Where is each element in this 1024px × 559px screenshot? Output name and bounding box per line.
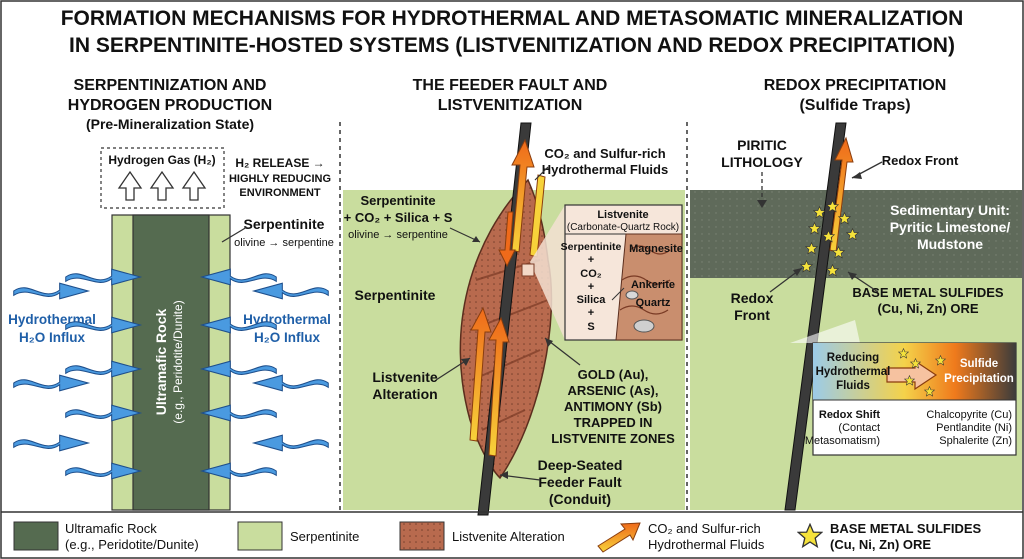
inset-left-4: Silica bbox=[577, 294, 607, 306]
fault-label-3: (Conduit) bbox=[549, 491, 611, 507]
up-arrow-icon bbox=[149, 170, 175, 201]
fault-3 bbox=[784, 122, 847, 511]
serpentinite-label-2: Serpentinite bbox=[355, 287, 436, 303]
sed-label-2: Pyritic Limestone/ bbox=[890, 219, 1011, 235]
inset-subtitle: (Carbonate-Quartz Rock) bbox=[567, 222, 679, 233]
legend-ultramafic-2: (e.g., Peridotite/Dunite) bbox=[65, 537, 199, 552]
inset-left-0: Serpentinite bbox=[561, 241, 622, 253]
inset-ankerite: Ankerite bbox=[631, 279, 675, 291]
h2-release-label: H₂ RELEASE → bbox=[235, 156, 324, 170]
serpentinite-leader-line bbox=[221, 226, 248, 243]
inset-left-3: + bbox=[588, 281, 594, 293]
legend: Ultramafic Rock (e.g., Peridotite/Dunite… bbox=[1, 511, 1023, 553]
panel1-heading-3: (Pre-Mineralization State) bbox=[86, 116, 254, 132]
serpentinite-label: Serpentinite bbox=[244, 216, 325, 232]
gold-line-4: TRAPPED IN bbox=[574, 415, 653, 430]
ultramafic-rock-column bbox=[132, 214, 210, 511]
redox-front-top-label: Redox Front bbox=[882, 153, 959, 168]
legend-fluids-2: Hydrothermal Fluids bbox=[648, 537, 765, 552]
panel3-heading-1: REDOX PRECIPITATION bbox=[764, 77, 947, 94]
reducing-label-2: Hydrothermal bbox=[816, 366, 891, 378]
panel1-heading-1: SERPENTINIZATION AND bbox=[74, 77, 267, 94]
panel-redox: REDOX PRECIPITATION (Sulfide Traps) PIRI… bbox=[690, 77, 1022, 511]
gold-line-5: LISTVENITE ZONES bbox=[551, 431, 675, 446]
title-line-1: FORMATION MECHANISMS FOR HYDROTHERMAL AN… bbox=[61, 7, 964, 30]
redox-front-left-2: Front bbox=[734, 307, 770, 323]
fluid-down-arrow-icon bbox=[498, 211, 516, 268]
legend-ultramafic-1: Ultramafic Rock bbox=[65, 521, 157, 536]
mineral-1: Chalcopyrite (Cu) bbox=[926, 409, 1012, 421]
influx-right-label-2: H₂O Influx bbox=[254, 330, 320, 345]
legend-bms-2: (Cu, Ni, Zn) ORE bbox=[830, 537, 931, 552]
pyritic-label-2: LITHOLOGY bbox=[721, 154, 803, 170]
alteration-label-1: Listvenite bbox=[372, 369, 438, 385]
reducing-label-3: Fluids bbox=[836, 380, 870, 392]
legend-fluid-arrow-icon bbox=[597, 522, 641, 553]
legend-serpentinite-swatch bbox=[237, 521, 283, 551]
redox-arrow-icon bbox=[886, 359, 938, 391]
fluid-arrow-icon bbox=[829, 136, 854, 253]
gold-line-2: ARSENIC (As), bbox=[567, 383, 658, 398]
reducing-label-1: HIGHLY REDUCING bbox=[229, 173, 331, 185]
inset-left-5: + bbox=[588, 307, 594, 319]
title-line-2: IN SERPENTINITE-HOSTED SYSTEMS (LISTVENI… bbox=[69, 34, 955, 57]
inset-quartz: Quartz bbox=[636, 297, 671, 309]
legend-bms-1: BASE METAL SULFIDES bbox=[830, 521, 982, 536]
fluid-arrow-icon bbox=[469, 306, 492, 442]
inset-magnesite: Magnesite bbox=[629, 243, 683, 255]
fault-label-1: Deep-Seated bbox=[538, 457, 623, 473]
reaction-label-2: + CO₂ + Silica + S bbox=[344, 210, 453, 225]
up-arrow-icon bbox=[117, 170, 143, 201]
mineral-2: Pentlandite (Ni) bbox=[936, 422, 1012, 434]
serpentinite-reaction: olivine → serpentine bbox=[234, 237, 334, 249]
inset-callout-wedge bbox=[530, 205, 565, 340]
reaction-label-1: Serpentinite bbox=[360, 193, 435, 208]
redox-shift-label-3: Metasomatism) bbox=[805, 435, 880, 447]
inset-rock-texture bbox=[615, 233, 683, 341]
panel2-heading-1: THE FEEDER FAULT AND bbox=[413, 77, 608, 94]
ultramafic-label-2: (e.g., Peridotite/Dunite) bbox=[171, 300, 185, 423]
bms-label-1: BASE METAL SULFIDES bbox=[852, 285, 1004, 300]
pyritic-label-1: PIRITIC bbox=[737, 137, 787, 153]
fluid-arrow-icon bbox=[488, 316, 510, 457]
sulfide-label-1: Sulfide bbox=[960, 358, 998, 370]
ultramafic-label-1: Ultramafic Rock bbox=[153, 308, 169, 415]
gold-line-3: ANTIMONY (Sb) bbox=[564, 399, 662, 414]
panel3-heading-2: (Sulfide Traps) bbox=[799, 97, 910, 114]
mineral-3: Sphalerite (Zn) bbox=[939, 435, 1012, 447]
reducing-label-2: ENVIRONMENT bbox=[239, 187, 321, 199]
legend-ultramafic-swatch bbox=[13, 521, 59, 551]
hydrogen-gas-label: Hydrogen Gas (H₂) bbox=[108, 153, 215, 167]
redox-front-left-1: Redox bbox=[731, 290, 774, 306]
alteration-label-2: Alteration bbox=[372, 386, 437, 402]
legend-serpentinite: Serpentinite bbox=[290, 529, 359, 544]
reducing-label-1: Reducing bbox=[827, 352, 879, 364]
panel2-heading-2: LISTVENITIZATION bbox=[438, 97, 583, 114]
reaction-label-3: olivine → serpentine bbox=[348, 229, 448, 241]
legend-fluids-1: CO₂ and Sulfur-rich bbox=[648, 521, 761, 536]
inset-left-1: + bbox=[588, 254, 594, 266]
redox-shift-label-1: Redox Shift bbox=[819, 409, 880, 421]
redox-shift-label-2: (Contact bbox=[838, 422, 880, 434]
fluid-arrow-icon bbox=[511, 138, 535, 253]
panel1-heading-2: HYDROGEN PRODUCTION bbox=[68, 97, 272, 114]
influx-left-label-2: H₂O Influx bbox=[19, 330, 85, 345]
legend-listvenite: Listvenite Alteration bbox=[452, 529, 565, 544]
fluids-label-1: CO₂ and Sulfur-rich bbox=[544, 146, 665, 161]
sed-label-1: Sedimentary Unit: bbox=[890, 202, 1010, 218]
inset-title: Listvenite bbox=[597, 209, 648, 221]
inset-left-2: CO₂ bbox=[580, 268, 602, 280]
sed-label-3: Mudstone bbox=[917, 236, 983, 252]
panel-serpentinization: SERPENTINIZATION AND HYDROGEN PRODUCTION… bbox=[8, 77, 334, 511]
bms-label-2: (Cu, Ni, Zn) ORE bbox=[877, 301, 978, 316]
inset-left-6: S bbox=[587, 321, 594, 333]
fluids-label-2: Hydrothermal Fluids bbox=[542, 162, 668, 177]
sulfide-label-2: Precipitation bbox=[944, 373, 1014, 385]
panel-feeder-fault: THE FEEDER FAULT AND LISTVENITIZATION CO… bbox=[343, 77, 685, 516]
gold-line-1: GOLD (Au), bbox=[578, 367, 649, 382]
up-arrow-icon bbox=[181, 170, 207, 201]
fault-label-2: Feeder Fault bbox=[538, 474, 622, 490]
